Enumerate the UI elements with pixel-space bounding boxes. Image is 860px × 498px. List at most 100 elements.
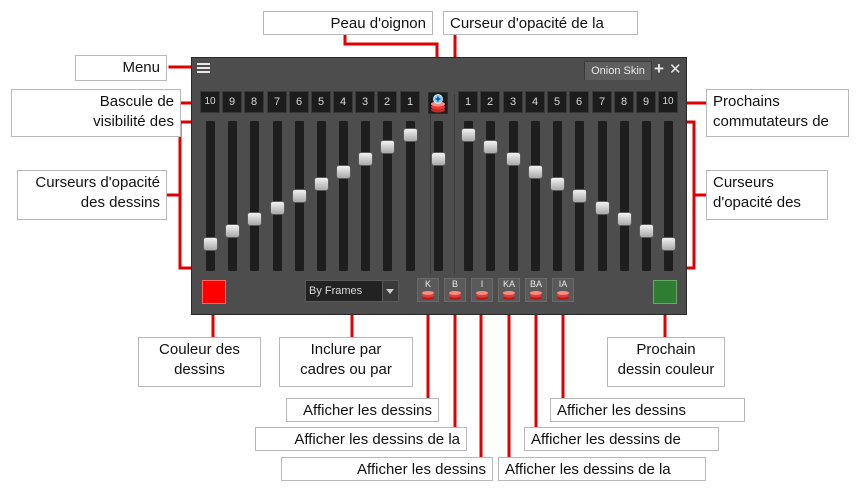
next-frame-toggle-1[interactable]: 1 — [458, 91, 478, 113]
mode-button-i[interactable]: I — [471, 278, 493, 302]
previous-opacity-slider-6[interactable] — [292, 189, 307, 203]
previous-opacity-track[interactable] — [406, 121, 415, 271]
add-icon[interactable]: + — [654, 59, 664, 78]
previous-frame-toggle-7[interactable]: 7 — [267, 91, 287, 113]
next-frame-toggle-4[interactable]: 4 — [525, 91, 545, 113]
callout-show-breakdowns: Afficher les dessins de la — [255, 427, 467, 451]
drawing-stack-icon — [476, 291, 488, 300]
next-opacity-track[interactable] — [509, 121, 518, 271]
next-frame-toggle-3[interactable]: 3 — [503, 91, 523, 113]
previous-opacity-slider-4[interactable] — [336, 164, 351, 179]
current-opacity-track[interactable] — [434, 121, 443, 271]
previous-opacity-track[interactable] — [273, 121, 282, 271]
previous-opacity-track[interactable] — [206, 121, 215, 271]
previous-opacity-track[interactable] — [250, 121, 259, 271]
previous-frame-toggle-3[interactable]: 3 — [355, 91, 375, 113]
drawing-stack-icon — [422, 291, 434, 300]
callout-show-inbetweens: Afficher les dessins — [281, 457, 493, 481]
next-frame-toggle-9[interactable]: 9 — [636, 91, 656, 113]
next-opacity-slider-9[interactable] — [639, 224, 654, 239]
drawing-stack-icon — [557, 291, 569, 300]
next-opacity-slider-4[interactable] — [528, 164, 543, 179]
previous-opacity-slider-3[interactable] — [358, 152, 373, 167]
tab-onion-skin[interactable]: Onion Skin — [584, 61, 652, 80]
next-frame-toggle-8[interactable]: 8 — [614, 91, 634, 113]
previous-opacity-slider-5[interactable] — [314, 176, 329, 191]
callout-show-keys-all: Afficher les dessins de la — [498, 457, 706, 481]
next-opacity-track[interactable] — [642, 121, 651, 271]
drawing-stack-icon — [530, 291, 542, 300]
close-icon[interactable]: ✕ — [669, 61, 682, 78]
next-frame-toggle-5[interactable]: 5 — [547, 91, 567, 113]
previous-opacity-track[interactable] — [339, 121, 348, 271]
previous-frame-toggle-6[interactable]: 6 — [289, 91, 309, 113]
mode-button-label: B — [451, 279, 458, 289]
next-opacity-slider-10[interactable] — [661, 236, 676, 251]
drawing-stack-icon — [449, 291, 461, 300]
menu-icon[interactable] — [197, 63, 210, 76]
drawing-stack-icon — [503, 291, 515, 300]
previous-frame-toggle-8[interactable]: 8 — [244, 91, 264, 113]
previous-opacity-track[interactable] — [383, 121, 392, 271]
previous-opacity-slider-8[interactable] — [247, 212, 262, 227]
previous-opacity-slider-1[interactable] — [403, 127, 418, 142]
next-opacity-slider-2[interactable] — [483, 140, 498, 155]
previous-color-swatch[interactable] — [202, 280, 226, 304]
mode-button-label: K — [424, 279, 431, 289]
previous-frame-toggle-2[interactable]: 2 — [377, 91, 397, 113]
previous-opacity-track[interactable] — [317, 121, 326, 271]
previous-opacity-slider-9[interactable] — [225, 224, 240, 239]
previous-frame-toggle-4[interactable]: 4 — [333, 91, 353, 113]
previous-frame-toggle-9[interactable]: 9 — [222, 91, 242, 113]
next-frame-toggle-7[interactable]: 7 — [592, 91, 612, 113]
previous-frame-toggle-1[interactable]: 1 — [400, 91, 420, 113]
mode-button-ka[interactable]: KA — [498, 278, 520, 302]
divider-left — [430, 94, 431, 274]
next-opacity-slider-6[interactable] — [572, 189, 587, 203]
mode-button-b[interactable]: B — [444, 278, 466, 302]
previous-frame-toggle-10[interactable]: 10 — [200, 91, 220, 113]
chevron-down-icon[interactable] — [382, 281, 398, 301]
frames-mode-dropdown[interactable]: By Frames — [305, 280, 399, 302]
next-opacity-slider-3[interactable] — [506, 152, 521, 167]
next-opacity-slider-8[interactable] — [617, 212, 632, 227]
next-frame-toggle-10[interactable]: 10 — [658, 91, 678, 113]
next-frame-toggle-6[interactable]: 6 — [569, 91, 589, 113]
next-opacity-slider-7[interactable] — [595, 201, 610, 216]
mode-button-ba[interactable]: BA — [525, 278, 547, 302]
next-opacity-track[interactable] — [553, 121, 562, 271]
callout-show-inbetweens-all: Afficher les dessins — [550, 398, 745, 422]
next-frame-toggle-2[interactable]: 2 — [480, 91, 500, 113]
previous-opacity-track[interactable] — [228, 121, 237, 271]
current-opacity-slider[interactable] — [431, 152, 446, 167]
callout-current-opacity: Curseur d'opacité de la — [443, 11, 638, 35]
previous-opacity-slider-2[interactable] — [380, 140, 395, 155]
next-opacity-slider-5[interactable] — [550, 176, 565, 191]
previous-opacity-track[interactable] — [361, 121, 370, 271]
next-opacity-slider-1[interactable] — [461, 127, 476, 142]
dropdown-value: By Frames — [309, 285, 363, 297]
next-color-swatch[interactable] — [653, 280, 677, 304]
next-opacity-track[interactable] — [486, 121, 495, 271]
next-opacity-track[interactable] — [464, 121, 473, 271]
next-opacity-track[interactable] — [598, 121, 607, 271]
previous-opacity-slider-10[interactable] — [203, 236, 218, 251]
previous-frame-toggle-5[interactable]: 5 — [311, 91, 331, 113]
mode-button-k[interactable]: K — [417, 278, 439, 302]
next-opacity-track[interactable] — [531, 121, 540, 271]
callout-show-keys: Afficher les dessins — [286, 398, 439, 422]
mode-button-label: BA — [529, 279, 542, 289]
onion-skin-icon[interactable] — [428, 92, 448, 114]
next-opacity-track[interactable] — [664, 121, 673, 271]
callout-onion-skin: Peau d'oignon — [263, 11, 433, 35]
mode-button-label: KA — [502, 279, 515, 289]
previous-opacity-slider-7[interactable] — [270, 201, 285, 216]
next-opacity-track[interactable] — [620, 121, 629, 271]
mode-button-ia[interactable]: IA — [552, 278, 574, 302]
